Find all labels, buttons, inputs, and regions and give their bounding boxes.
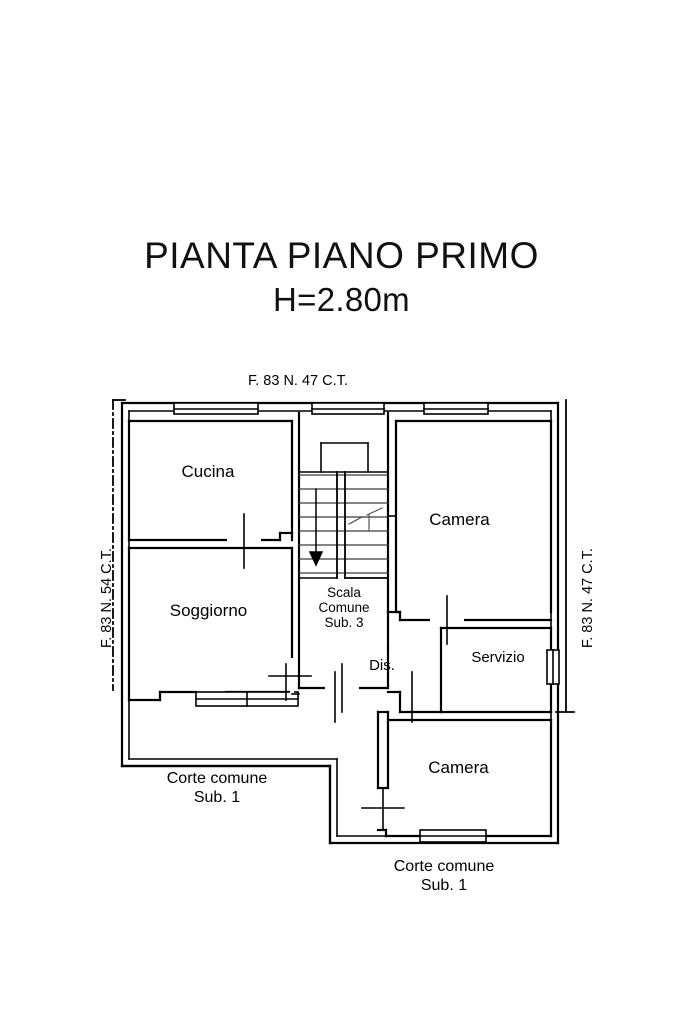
door-cucina-soggiorno (227, 513, 261, 569)
door-stairwell-bottom (325, 663, 359, 713)
room-label-cucina: Cucina (181, 462, 235, 481)
door-soggiorno-disimpegno (268, 658, 312, 701)
courtyard-label-bottom: Corte comune Sub. 1 (370, 857, 518, 895)
stairwell-label: Scala Comune Sub. 3 (304, 585, 384, 630)
room-label-soggiorno: Soggiorno (169, 601, 248, 620)
room-servizio-walls (439, 626, 553, 714)
courtyard-left-line-2: Sub. 1 (193, 789, 241, 807)
disimpegno-opening-ticks (334, 671, 413, 723)
room-cucina-walls (127, 419, 294, 542)
stairwell-label-line-3: Sub. 3 (324, 615, 364, 631)
cadastral-label-right: F. 83 N. 47 C.T. (580, 548, 596, 648)
stairwell-label-line-1: Scala (327, 585, 361, 600)
stairwell-walls (297, 411, 390, 690)
stair-direction-arrow-down (308, 488, 324, 567)
courtyard-label-left: Corte comune Sub. 1 (143, 769, 291, 807)
room-disimpegno-walls (386, 690, 443, 714)
window-stairwell (311, 402, 385, 415)
cadastral-label-top: F. 83 N. 47 C.T. (248, 373, 348, 389)
stair-stringer (336, 471, 389, 579)
window-cucina (173, 402, 259, 415)
plan-title-block: PIANTA PIANO PRIMO H=2.80m (0, 236, 683, 318)
cadastral-label-left: F. 83 N. 54 C.T. (99, 548, 115, 648)
ceiling-height-note: H=2.80m (273, 280, 410, 318)
courtyard-left-outline (120, 764, 332, 845)
window-soggiorno-bottom (195, 691, 299, 707)
page-title: PIANTA PIANO PRIMO (144, 235, 539, 276)
courtyard-bottom-line-2: Sub. 1 (420, 877, 468, 895)
room-label-camera-top: Camera (429, 510, 490, 529)
stair-flight-boundary (298, 471, 389, 579)
stair-annotation-marks (348, 507, 383, 532)
window-camera-bottom (419, 829, 487, 843)
stair-landing (320, 442, 369, 473)
door-camera-bottom (361, 787, 405, 831)
window-camera-top (423, 402, 489, 415)
courtyard-bottom-line-1: Corte comune (393, 858, 495, 875)
door-camera-top (430, 595, 464, 645)
room-soggiorno-walls (127, 546, 294, 702)
room-label-camera-bottom: Camera (428, 758, 489, 777)
room-camera-top-walls (394, 419, 553, 622)
room-label-disimpegno: Dis. (369, 657, 395, 674)
courtyard-left-line-1: Corte comune (166, 770, 268, 787)
stairwell-label-line-2: Comune (318, 600, 370, 616)
room-label-servizio: Servizio (471, 649, 525, 666)
stair-treads (298, 474, 389, 574)
window-servizio (546, 649, 560, 685)
